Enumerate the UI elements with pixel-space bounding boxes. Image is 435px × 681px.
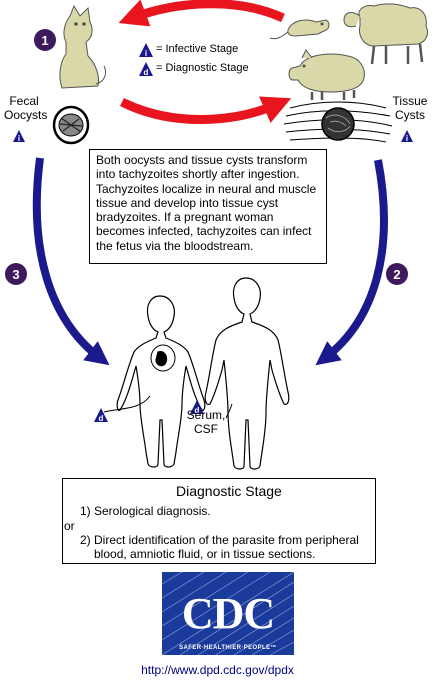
cdc-url-link[interactable]: http://www.dpd.cdc.gov/dpdx	[141, 663, 294, 677]
diagnostic-item-2-line-1: 2) Direct identification of the parasite…	[80, 533, 359, 547]
cdc-logo: CDC	[161, 571, 295, 656]
oocyst-illustration	[52, 105, 90, 145]
cat-illustration	[59, 4, 107, 89]
diagnostic-item-2-line-2: blood, amniotic fluid, or in tissue sect…	[94, 547, 316, 561]
svg-text:d: d	[144, 68, 149, 77]
diagnostic-stage-box: Diagnostic Stage 1) Serological diagnosi…	[62, 478, 376, 564]
step-3-number: 3	[12, 267, 19, 282]
red-arrow-hosts-to-cat	[118, 0, 285, 27]
cdc-logo-text: CDC	[182, 589, 274, 638]
step-circle-3: 3	[5, 263, 27, 285]
cdc-tagline: SAFER·HEALTHIER·PEOPLE™	[179, 645, 277, 651]
sheep-illustration	[343, 3, 429, 65]
svg-text:d: d	[99, 414, 104, 423]
pig-illustration	[288, 49, 365, 100]
transformation-info-box: Both oocysts and tissue cysts transform …	[89, 149, 327, 264]
step-2-number: 2	[393, 267, 400, 282]
fecal-oocysts-label: Fecal Oocysts	[4, 94, 48, 122]
blue-arrow-cysts-to-human	[315, 159, 388, 366]
infective-triangle-oocysts: i	[13, 130, 25, 143]
male-human-figure	[204, 277, 290, 470]
tissue-cyst-illustration	[283, 101, 393, 143]
svg-text:d: d	[195, 406, 200, 415]
step-circle-2: 2	[386, 263, 408, 285]
legend-diagnostic-triangle: d	[139, 62, 153, 77]
mouse-illustration	[269, 19, 330, 40]
diagnostic-triangle-fetus: d	[94, 408, 108, 423]
diagnostic-stage-title: Diagnostic Stage	[176, 483, 282, 499]
legend-infective-triangle: i	[139, 43, 153, 58]
blue-arrow-oocysts-to-human	[32, 157, 110, 366]
diagnostic-or: or	[64, 519, 75, 533]
svg-text:i: i	[145, 49, 147, 58]
tissue-cysts-label: Tissue Cysts	[392, 94, 428, 122]
diagnostic-item-1: 1) Serological diagnosis.	[80, 504, 211, 518]
infective-triangle-cysts: i	[401, 130, 413, 143]
red-arrow-cat-to-hosts	[119, 96, 292, 124]
transformation-info-text: Both oocysts and tissue cysts transform …	[96, 153, 317, 253]
serum-csf-label: Serum, CSF	[186, 408, 226, 436]
diagnostic-triangle-serum: d	[190, 400, 204, 415]
female-human-figure	[103, 295, 206, 468]
step-circle-1: 1	[34, 29, 56, 51]
svg-text:i: i	[406, 134, 408, 143]
svg-text:i: i	[18, 134, 20, 143]
legend-infective-label: = Infective Stage	[156, 43, 239, 55]
legend-diagnostic-label: = Diagnostic Stage	[156, 62, 249, 74]
step-1-number: 1	[41, 33, 48, 48]
